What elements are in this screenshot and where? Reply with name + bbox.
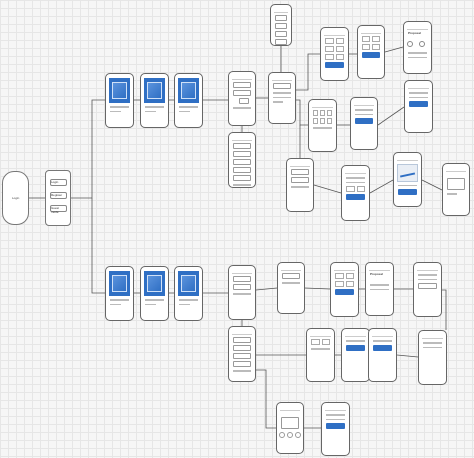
next-button[interactable] (362, 52, 380, 58)
proposal-screen-c[interactable]: Proposal (365, 262, 394, 316)
start-label: Login (12, 196, 20, 200)
connector-line (369, 179, 394, 194)
filter-screen-bottom[interactable] (228, 326, 256, 382)
search-screen-bottom[interactable] (277, 262, 305, 314)
connector-line (384, 46, 404, 53)
star-icon (295, 432, 301, 438)
proposal-title: Proposal (370, 272, 383, 276)
connector-line (255, 287, 278, 291)
details-screen[interactable] (308, 99, 337, 152)
route-map-screen[interactable] (393, 152, 422, 207)
star-icon (279, 432, 285, 438)
star-icon (287, 432, 293, 438)
onboarding-screen-6[interactable] (174, 266, 203, 321)
proposal-detail-screen[interactable] (341, 165, 370, 221)
itinerary-screen-a[interactable] (306, 328, 335, 382)
final-screen-bottom[interactable] (418, 330, 447, 385)
image-placeholder-icon (181, 275, 196, 293)
home-screen-bottom[interactable] (228, 265, 256, 320)
itinerary-screen-b[interactable] (341, 328, 370, 382)
confirm-button[interactable] (325, 62, 344, 68)
rating-screen[interactable] (276, 402, 304, 454)
menu-item-register[interactable]: Register (50, 192, 67, 199)
image-placeholder-icon (147, 275, 162, 293)
proposal-screen-d[interactable] (368, 328, 397, 382)
map-icon[interactable] (397, 164, 418, 182)
connector-line (377, 106, 405, 126)
proposal-screen-a[interactable]: Proposal (403, 21, 432, 74)
connector-line (313, 184, 342, 194)
checkout-screen[interactable] (286, 158, 314, 212)
onboarding-screen-2[interactable] (140, 73, 169, 128)
onboarding-screen-1[interactable] (105, 73, 134, 128)
home-screen-top[interactable] (228, 71, 256, 126)
connector-line (256, 369, 276, 429)
go-button[interactable] (239, 98, 249, 104)
results-screen-bottom[interactable] (330, 262, 359, 317)
menu-item-login[interactable]: Login (50, 179, 67, 186)
proposal-screen-b[interactable] (404, 80, 433, 133)
destination-list-b[interactable] (357, 25, 385, 79)
auth-menu: Login Register Guest mode (45, 170, 71, 226)
image-placeholder-icon (112, 82, 127, 100)
feedback-screen[interactable] (321, 402, 350, 456)
onboarding-screen-3[interactable] (174, 73, 203, 128)
onboarding-screen-5[interactable] (140, 266, 169, 321)
connector-line (71, 99, 105, 199)
connector-line (421, 179, 443, 191)
connector-line (396, 354, 419, 358)
search-field[interactable] (233, 82, 251, 88)
suggestions-screen[interactable] (268, 72, 296, 124)
proposal-title: Proposal (408, 31, 421, 35)
image-placeholder-icon (112, 275, 127, 293)
confirmation-screen-top[interactable] (442, 163, 470, 216)
connector-line (442, 289, 447, 330)
menu-item-guest[interactable]: Guest mode (50, 205, 67, 214)
onboarding-screen-4[interactable] (105, 266, 134, 321)
menu-screen[interactable] (270, 4, 292, 46)
summary-screen-bottom[interactable] (413, 262, 442, 317)
destination-list-a[interactable] (320, 27, 349, 81)
connector-line (296, 99, 308, 126)
connector-line (91, 198, 105, 294)
book-button[interactable] (409, 101, 428, 107)
filter-screen-top[interactable] (228, 132, 256, 188)
image-placeholder-icon (181, 82, 196, 100)
search-field[interactable] (233, 90, 251, 96)
options-screen[interactable] (350, 97, 378, 150)
image-placeholder-icon (147, 82, 162, 100)
connector-line (296, 53, 320, 91)
connector-line (304, 287, 331, 290)
start-node[interactable]: Login (2, 171, 29, 225)
